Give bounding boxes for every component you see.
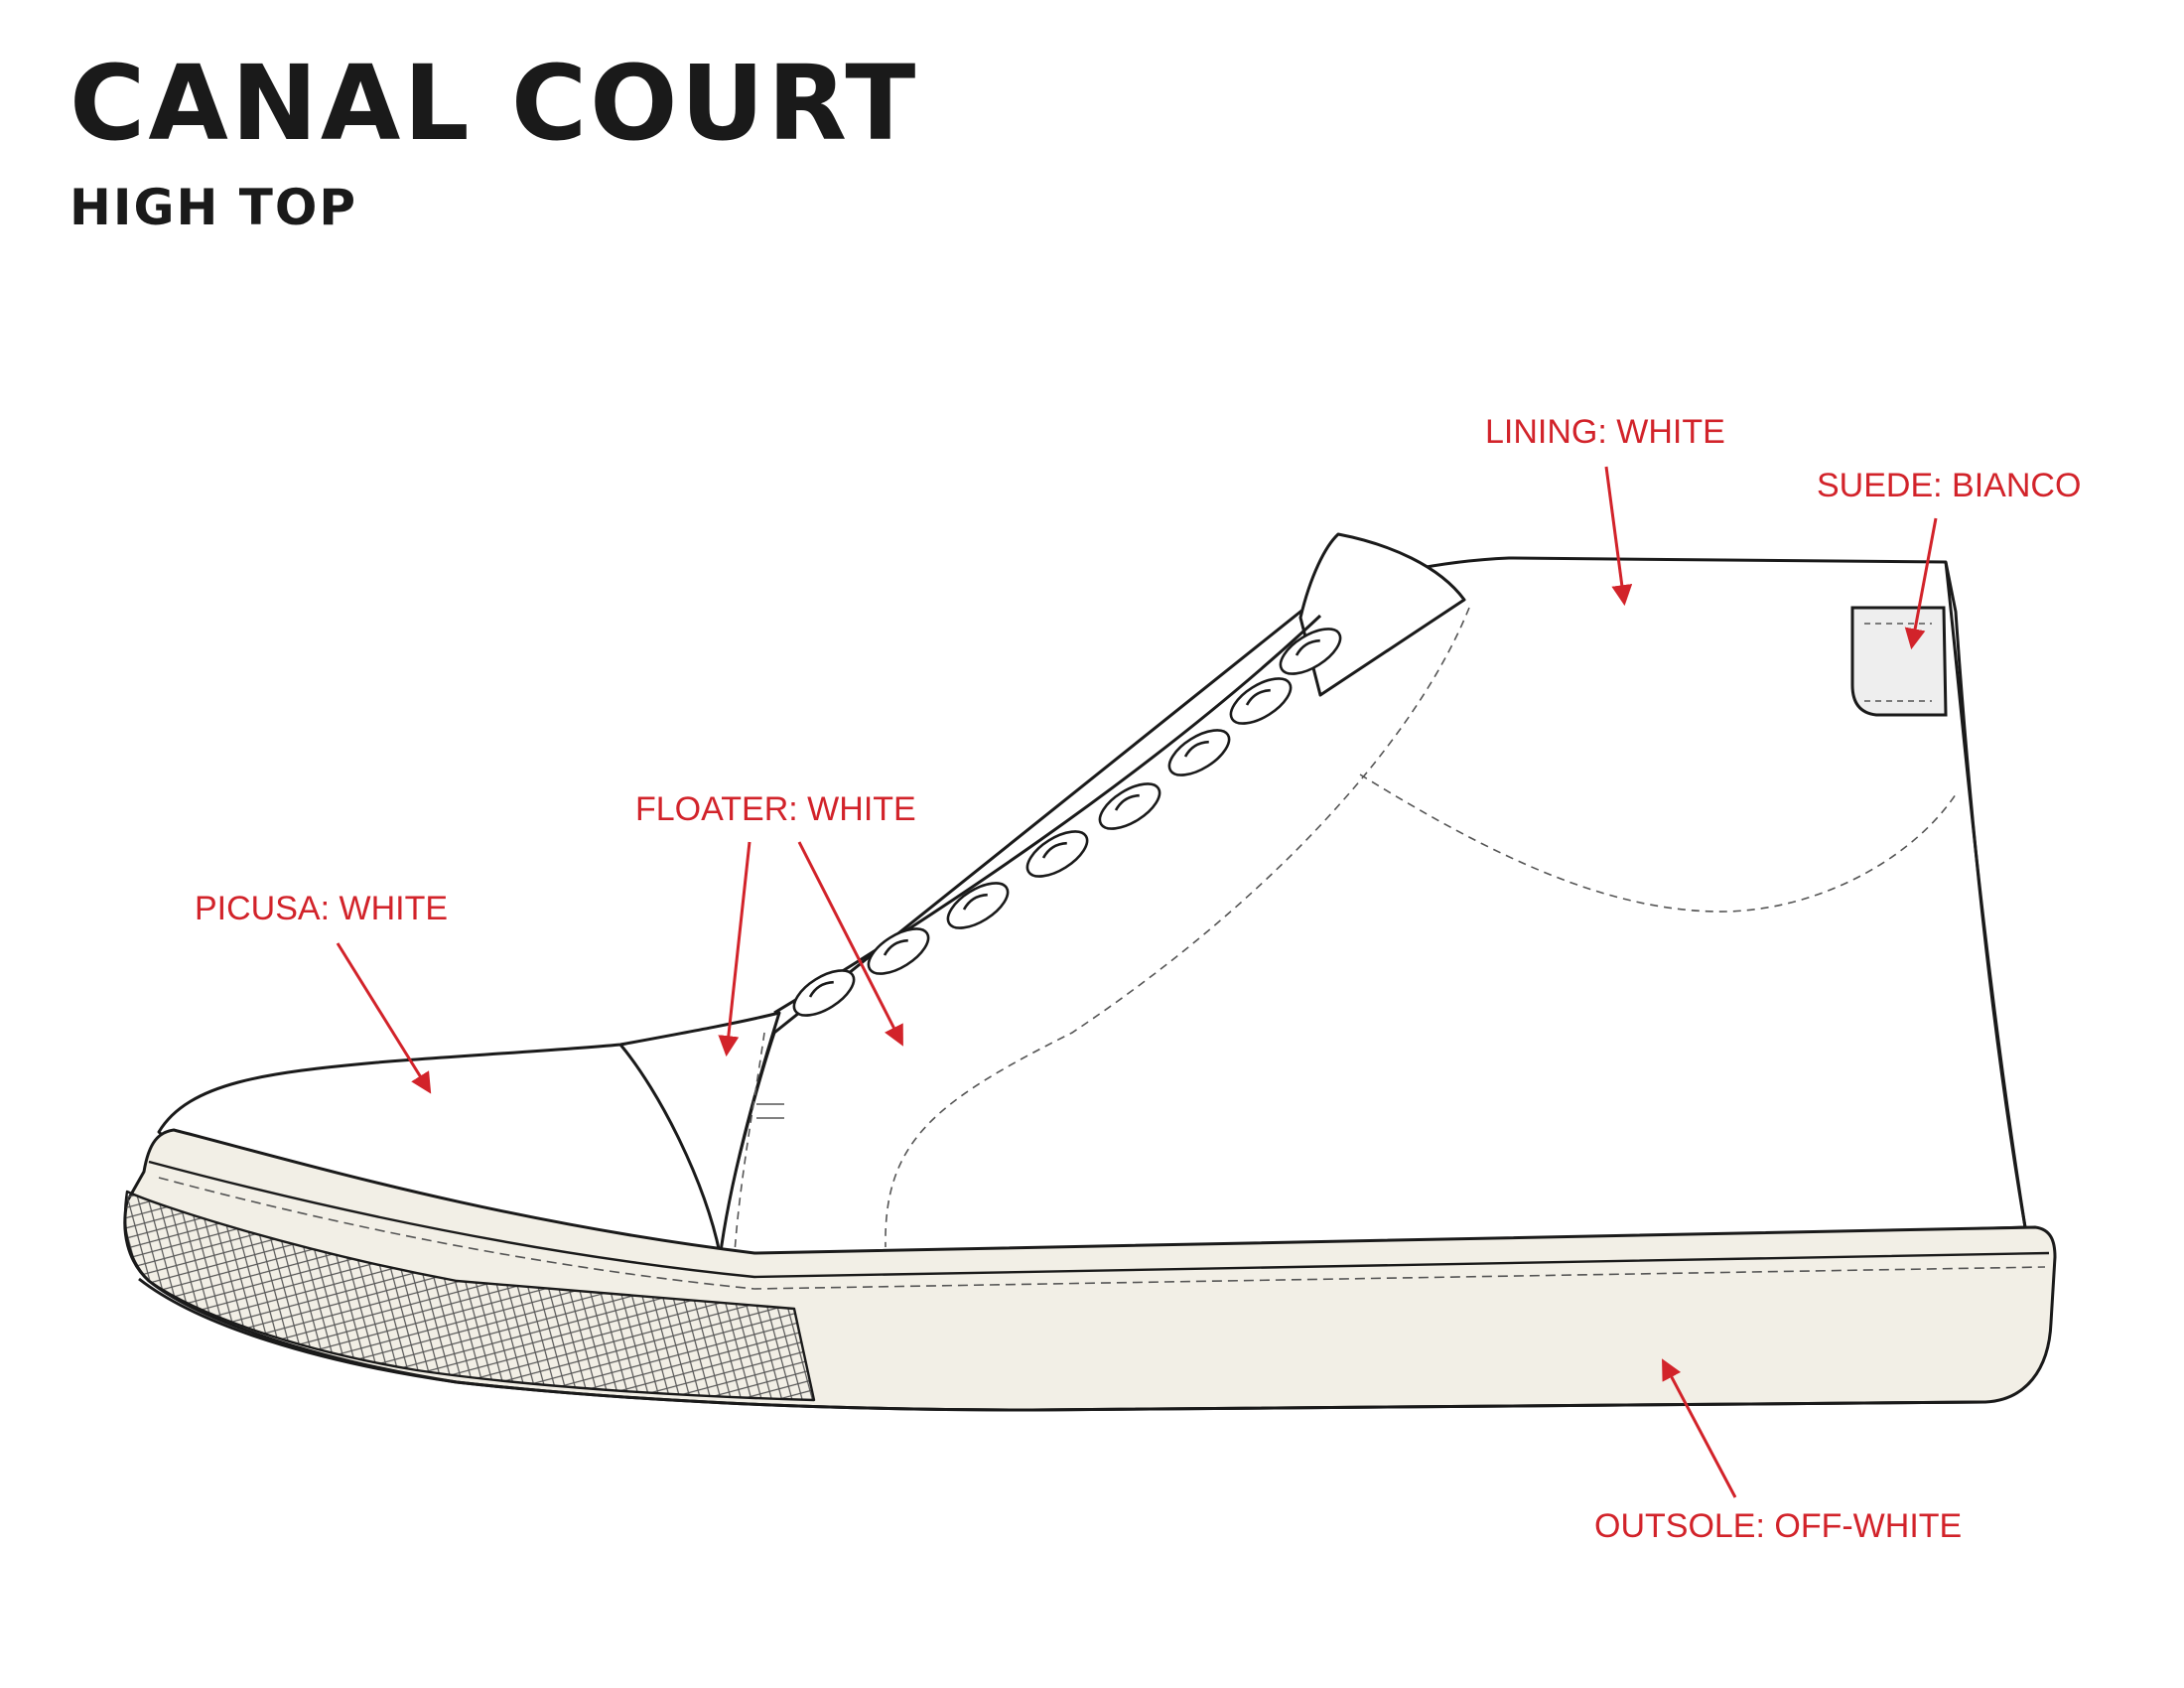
page-subtitle: HIGH TOP [69,179,357,236]
callout-floater: FLOATER: WHITE [635,790,916,828]
callout-lining-arrow [1604,466,1633,607]
suede-heel-tab [1850,606,1948,717]
callout-suede-arrow [1904,517,1938,650]
tongue [1298,532,1466,697]
outsole-toe-texture [123,1190,816,1402]
callout-outsole-arrow [1662,1358,1737,1498]
callout-outsole: OUTSOLE: OFF-WHITE [1594,1507,1962,1545]
outsole [123,1128,2057,1412]
page-title: CANAL COURT [69,43,919,164]
sole-stitching [158,1177,2046,1290]
callout-picusa: PICUSA: WHITE [195,890,448,927]
callout-floater-arrow-1 [718,841,751,1057]
laces [792,628,1342,1017]
callout-suede: SUEDE: BIANCO [1817,467,2081,504]
callout-picusa-arrow [336,942,432,1094]
callout-lining: LINING: WHITE [1485,413,1725,451]
stitching [734,607,1957,1254]
callouts: LINING: WHITE SUEDE: BIANCO FLOATER: WHI… [195,413,2081,1545]
callout-floater-arrow-2 [797,841,903,1047]
